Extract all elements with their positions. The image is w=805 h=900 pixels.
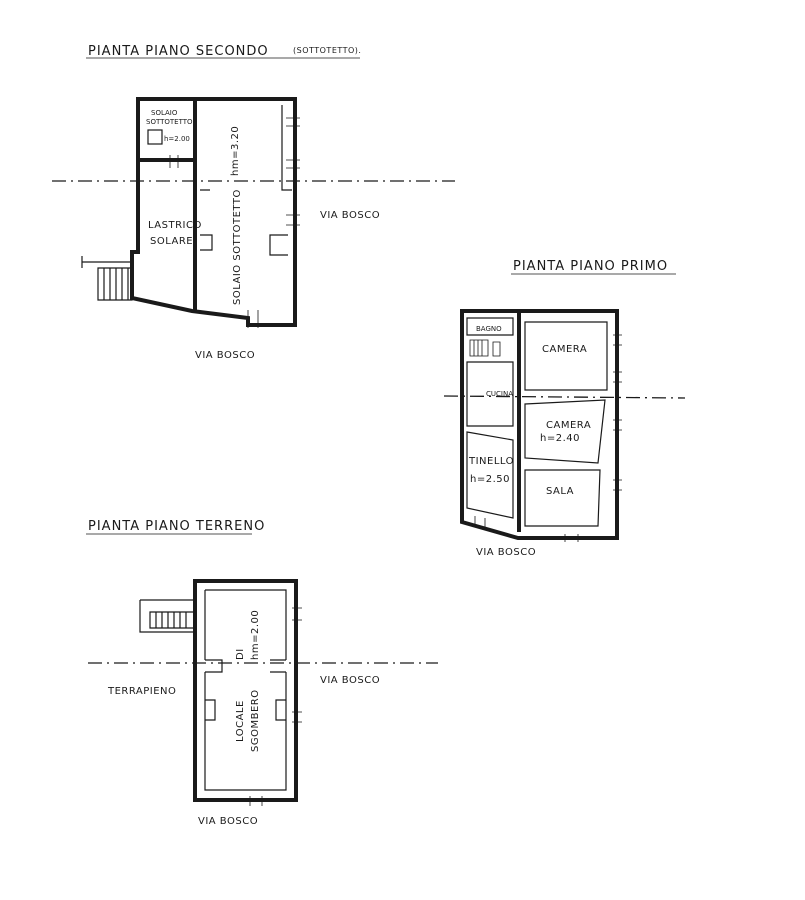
main-room-label: SOLAIO SOTTOTETTO [232,189,243,305]
solaio-small-height: h=2.00 [164,135,190,143]
ground-floor-title: PIANTA PIANO TERRENO [88,519,265,534]
section-line [443,395,686,399]
bathroom-fixtures [469,339,501,357]
ground-floor-wall-detail [205,659,286,721]
bagno-room [466,317,514,336]
camera-1-label: CAMERA [542,344,587,355]
ground-di-label: DI [235,648,246,660]
camera-1-room [524,321,608,391]
first-floor-plan: PIANTA PIANO PRIMO BAGNO CAMERA CUCINA C… [443,259,686,558]
window-marks [286,117,300,226]
street-label-right: VIA BOSCO [320,210,380,221]
lastrico-label: SOLARE [150,236,193,247]
cucina-room [466,361,514,427]
sgombero-label: SGOMBERO [250,689,261,752]
second-floor-plan: PIANTA PIANO SECONDO (SOTTOTETTO). SOLAI… [52,44,455,361]
sala-label: SALA [546,486,574,497]
street-label-bottom: VIA BOSCO [198,816,258,827]
chimney-flue [147,129,163,145]
locale-label: LOCALE [235,700,246,742]
window-marks [474,334,622,542]
second-floor-title: PIANTA PIANO SECONDO [88,44,269,59]
bagno-label: BAGNO [476,325,502,333]
main-room-height: hm=3.20 [230,126,241,176]
exterior-stairs [139,599,196,633]
first-floor-outer-wall [460,309,619,540]
tinello-room [466,431,514,519]
lastrico-label: LASTRICO [148,220,202,231]
ground-floor-inner-wall [204,589,287,791]
street-label-bottom: VIA BOSCO [476,547,536,558]
cucina-label: CUCINA [486,390,513,398]
solaio-small-label: SOLAIO [151,109,178,117]
sala-room [524,469,601,527]
ground-floor-plan: PIANTA PIANO TERRENO hm=2.00 DI LOCALE S… [86,519,438,827]
door-marks [169,155,259,328]
street-label-right: VIA BOSCO [320,675,380,686]
camera-2-height: h=2.40 [540,433,580,444]
second-floor-title-note: (SOTTOTETTO). [293,46,361,55]
window-marks [249,607,302,806]
terrapieno-label: TERRAPIENO [107,686,176,697]
second-floor-outer-wall [130,97,297,327]
street-label-bottom: VIA BOSCO [195,350,255,361]
ground-height: hm=2.00 [250,610,261,660]
first-floor-title: PIANTA PIANO PRIMO [513,259,668,274]
camera-2-label: CAMERA [546,420,591,431]
ground-floor-outer-wall [193,579,298,802]
solaio-small-label: SOTTOTETTO [146,118,193,126]
tinello-label: TINELLO [468,456,514,467]
exterior-stairs [81,256,133,301]
second-floor-wall-detail [200,105,292,256]
camera-2-room [524,399,606,464]
tinello-height: h=2.50 [470,474,510,485]
